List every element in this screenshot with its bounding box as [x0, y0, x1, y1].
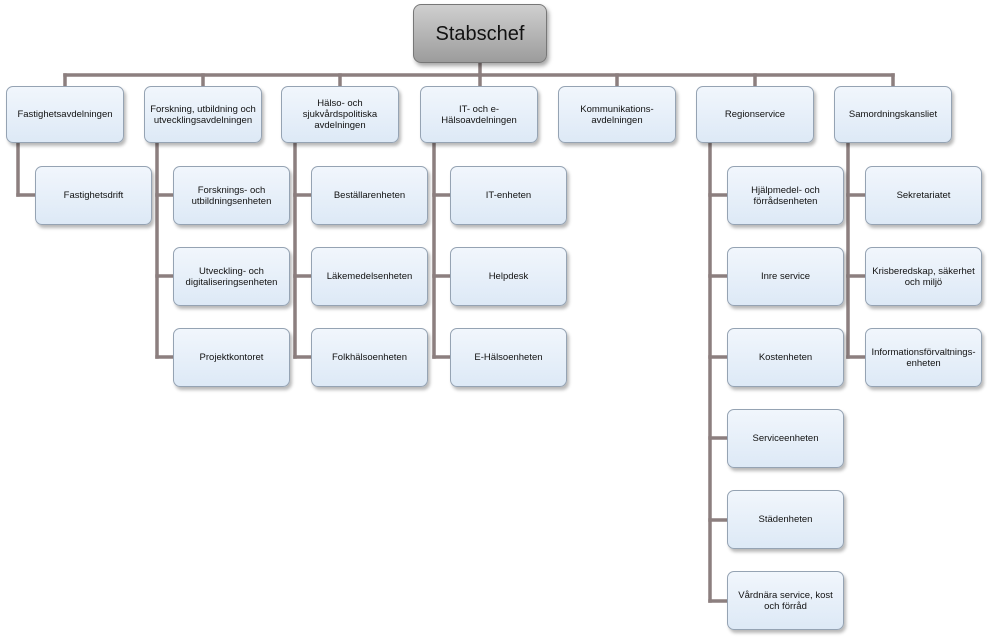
unit-lakemedelsenheten: Läkemedelsenheten [311, 247, 428, 306]
unit-sekretariatet: Sekretariatet [865, 166, 982, 225]
unit-krisberedskap-sakerhet-miljo: Krisberedskap, säkerhet och miljö [865, 247, 982, 306]
unit-it-enheten: IT-enheten [450, 166, 567, 225]
unit-kostenheten: Kostenheten [727, 328, 844, 387]
dept-kommunikation: Kommunikations- avdelningen [558, 86, 676, 143]
unit-vardnara-service: Vårdnära service, kost och förråd [727, 571, 844, 630]
unit-stadenheten: Städenheten [727, 490, 844, 549]
unit-utveckling-digitaliseringsenheten: Utveckling- och digitaliseringsenheten [173, 247, 290, 306]
unit-informationsforvaltningsenheten: Informationsförvaltnings- enheten [865, 328, 982, 387]
dept-samordningskansliet: Samordningskansliet [834, 86, 952, 143]
dept-fastighetsavdelningen: Fastighetsavdelningen [6, 86, 124, 143]
unit-helpdesk: Helpdesk [450, 247, 567, 306]
unit-bestallarenheten: Beställarenheten [311, 166, 428, 225]
unit-folkhalsoenheten: Folkhälsoenheten [311, 328, 428, 387]
dept-halso-sjukvardspolitiska: Hälso- och sjukvårdspolitiska avdelninge… [281, 86, 399, 143]
root-box-stabschef: Stabschef [413, 4, 547, 63]
dept-forskning-utbildning-utveckling: Forskning, utbildning och utvecklingsavd… [144, 86, 262, 143]
unit-e-halsoenheten: E-Hälsoenheten [450, 328, 567, 387]
unit-forsknings-utbildningsenheten: Forsknings- och utbildningsenheten [173, 166, 290, 225]
dept-regionservice: Regionservice [696, 86, 814, 143]
unit-hjalpmedel-forradsenheten: Hjälpmedel- och förrådsenheten [727, 166, 844, 225]
unit-inre-service: Inre service [727, 247, 844, 306]
unit-projektkontoret: Projektkontoret [173, 328, 290, 387]
unit-fastighetsdrift: Fastighetsdrift [35, 166, 152, 225]
dept-it-ehalso: IT- och e- Hälsoavdelningen [420, 86, 538, 143]
unit-serviceenheten: Serviceenheten [727, 409, 844, 468]
